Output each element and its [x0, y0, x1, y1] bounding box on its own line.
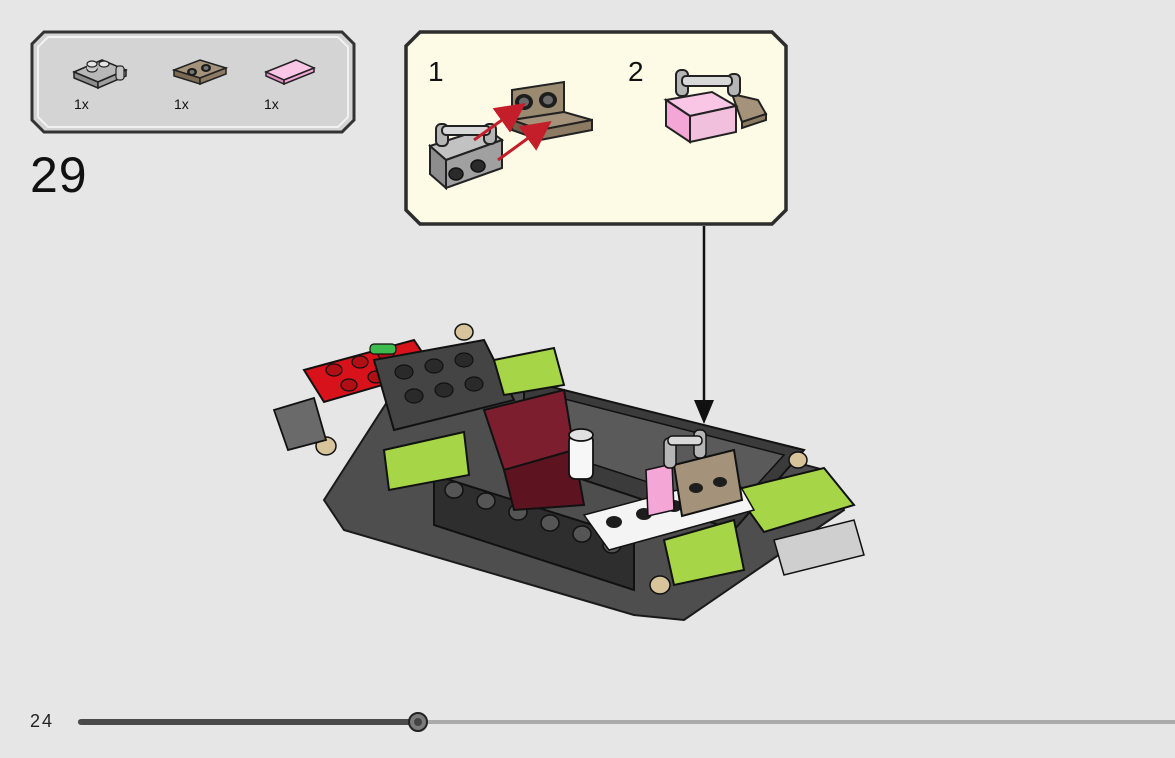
substep-number: 2 [628, 56, 644, 87]
gray-clip-plate-icon [428, 123, 505, 191]
part-item-gray-clip-plate: 1x [70, 52, 130, 112]
part-item-tan-bracket: 1x [170, 52, 230, 112]
tan-bracket-icon [171, 59, 229, 86]
substep-number: 1 [428, 56, 444, 87]
gray-clip-plate-icon [72, 59, 128, 90]
car-model-assembly [272, 323, 865, 622]
progress-bar [78, 712, 1175, 732]
part-quantity: 1x [174, 96, 189, 112]
step-number: 29 [30, 147, 88, 203]
part-quantity: 1x [74, 96, 89, 112]
combined-subassembly-icon [663, 69, 768, 144]
progress-marker-center [414, 718, 422, 726]
page-number: 24 [30, 711, 55, 731]
part-item-pink-tile: 1x [260, 52, 320, 112]
pink-tile-icon [264, 59, 316, 86]
subassembly-callout: 1 2 [404, 30, 788, 226]
part-quantity: 1x [264, 96, 279, 112]
connection-arrows [473, 103, 552, 162]
progress-fill [78, 719, 418, 725]
parts-list-panel: 1x 1x 1x [30, 30, 356, 134]
